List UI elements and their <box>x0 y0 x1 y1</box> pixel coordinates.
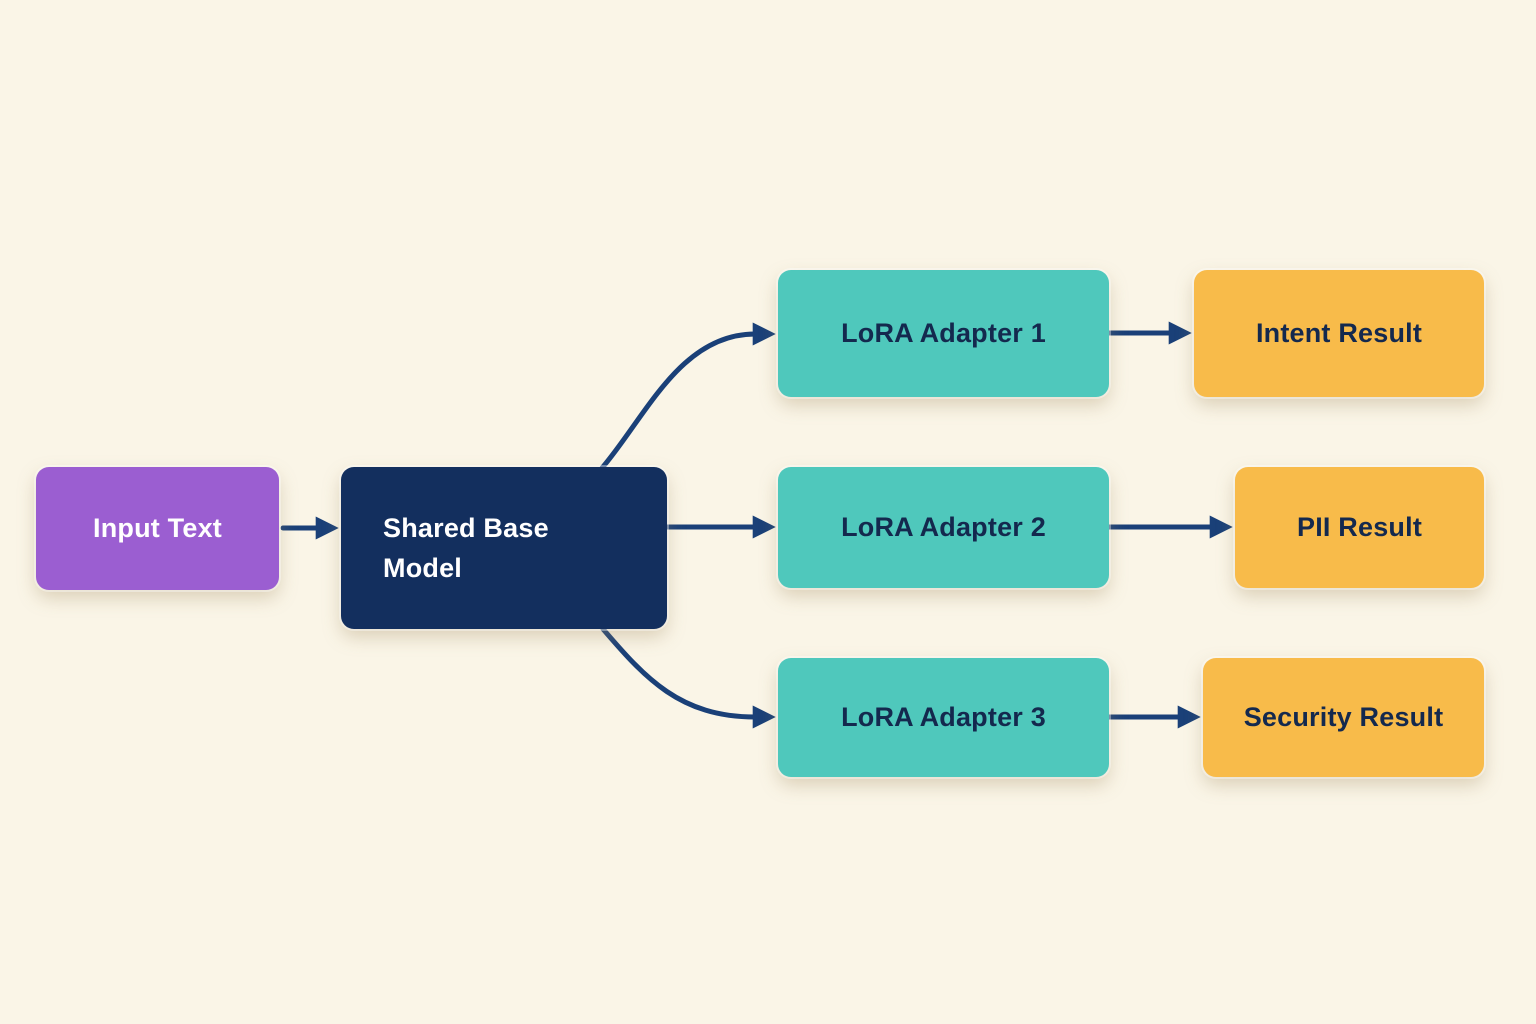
edge-base-to-lora1 <box>599 322 776 471</box>
node-pii-result: PII Result <box>1235 467 1484 588</box>
node-label: Security Result <box>1243 702 1444 733</box>
node-lora-adapter-2: LoRA Adapter 2 <box>778 467 1109 588</box>
node-label: Intent Result <box>1255 318 1423 349</box>
node-label: LoRA Adapter 1 <box>841 318 1046 349</box>
node-intent-result: Intent Result <box>1194 270 1484 397</box>
node-label: PII Result <box>1296 512 1423 543</box>
node-label: Shared Base Model <box>383 512 549 584</box>
node-label: LoRA Adapter 2 <box>841 512 1046 543</box>
edge-base-to-lora3 <box>600 626 776 729</box>
node-security-result: Security Result <box>1203 658 1484 777</box>
node-input-text: Input Text <box>36 467 279 590</box>
node-label: LoRA Adapter 3 <box>841 702 1046 733</box>
node-label: Input Text <box>93 513 222 544</box>
node-lora-adapter-1: LoRA Adapter 1 <box>778 270 1109 397</box>
node-shared-base-model: Shared Base Model <box>341 467 667 629</box>
node-lora-adapter-3: LoRA Adapter 3 <box>778 658 1109 777</box>
